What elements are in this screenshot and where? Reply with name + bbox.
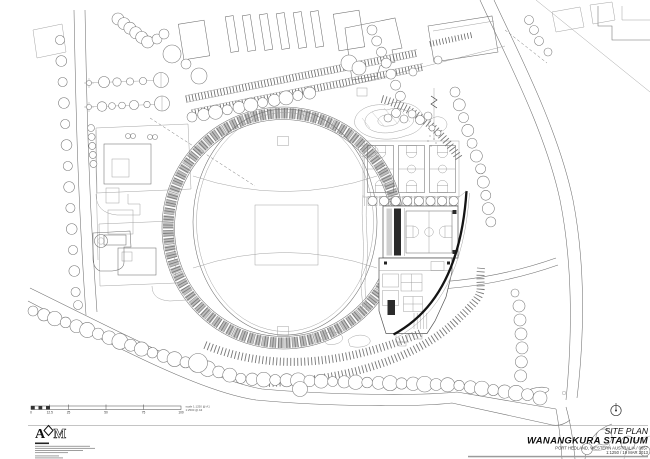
- scale-label-75: 75: [142, 411, 146, 415]
- logo-fineprint: [35, 442, 49, 445]
- title-block: SITE PLAN WANANGKURA STADIUM PORT HEDLAN…: [468, 426, 649, 458]
- indoor-court: [405, 210, 453, 254]
- scale-label-50: 50: [104, 411, 108, 415]
- setout-lines: [149, 29, 548, 187]
- logo-diamond-icon: [43, 424, 54, 437]
- project-location: PORT HEDLAND, WESTERN AUSTRALIA / 0857: [555, 446, 648, 451]
- scale-caption-1: scale 1:1250 @ A1: [186, 405, 211, 409]
- scale-bar: 0 12.5 25 50 75 100 scale 1:1250 @ A1 1:…: [30, 404, 211, 415]
- scale-label-12-5: 12.5: [47, 411, 53, 415]
- disclaimer-fineprint: [468, 455, 648, 458]
- scale-label-25: 25: [67, 411, 71, 415]
- project-name: WANANGKURA STADIUM: [527, 436, 649, 447]
- stadium-building-and-courts: [362, 88, 470, 347]
- outdoor-basketball-courts: [367, 145, 456, 193]
- playing-field: [192, 108, 378, 336]
- neighbouring-buildings: [32, 23, 192, 302]
- logo-letter-a: A: [35, 427, 46, 442]
- landscape-planting: [319, 102, 448, 348]
- parking-rows: [185, 32, 473, 117]
- top-buildings: [178, 1, 616, 97]
- title-block-area: 0 12.5 25 50 75 100 scale 1:1250 @ A1 1:…: [28, 403, 649, 459]
- scale-label-100: 100: [178, 411, 184, 415]
- scale-caption-2: 1:2500 @ A3: [186, 408, 203, 412]
- scale-and-date: 1:1250 / 19 MAR 2013: [606, 450, 649, 455]
- scale-label-0: 0: [30, 411, 32, 415]
- roads-layer: [27, 0, 650, 459]
- trees-layer: [27, 12, 650, 457]
- drawing-title: SITE PLAN: [605, 426, 649, 436]
- planter-row: [367, 196, 459, 206]
- logo-letter-m: M: [54, 426, 67, 441]
- north-arrow-icon: [610, 403, 622, 417]
- stadium-ring: [161, 106, 405, 350]
- architect-logo: A M: [35, 424, 95, 459]
